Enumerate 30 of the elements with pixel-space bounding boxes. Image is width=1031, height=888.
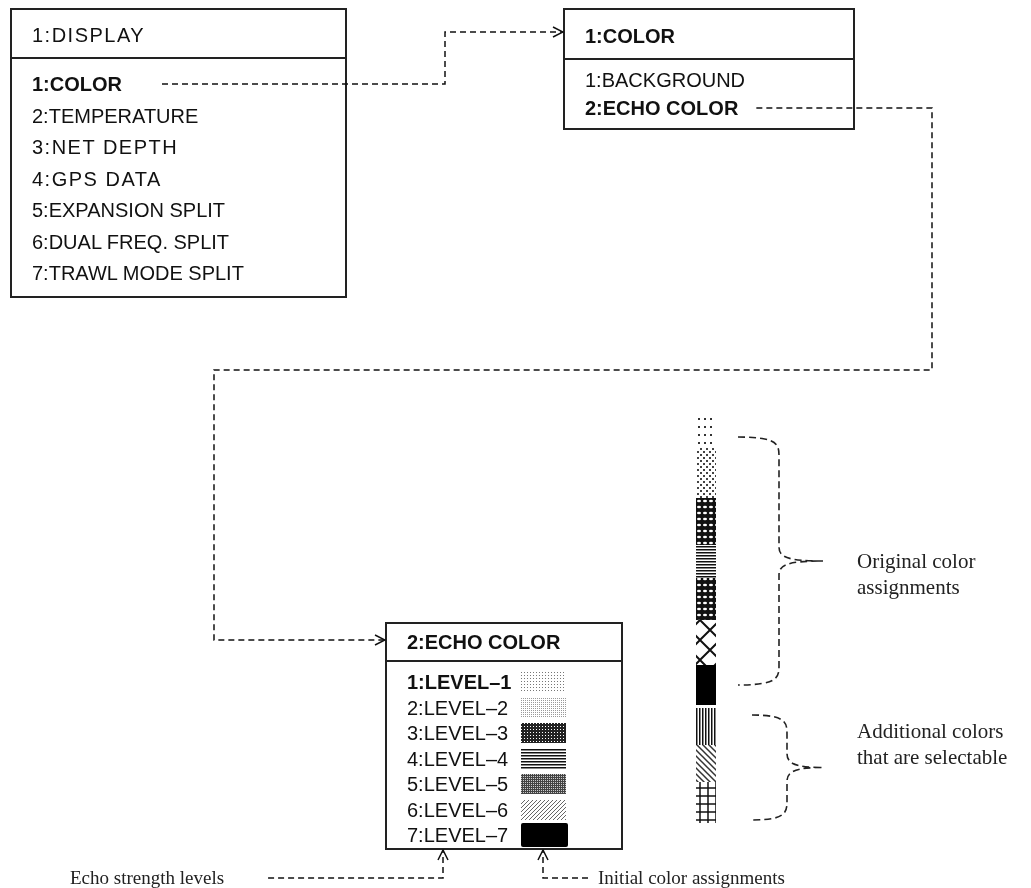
menu-item: 2:TEMPERATURE <box>32 103 199 128</box>
menu-item: 1:BACKGROUND <box>585 68 746 92</box>
menu-item: 7:TRAWL MODE SPLIT <box>32 261 244 285</box>
menu-item: 6:DUAL FREQ. SPLIT <box>32 229 230 254</box>
menu-item: 4:GPS DATA <box>32 166 162 191</box>
menu-item: 5:EXPANSION SPLIT <box>32 198 226 222</box>
menu-item: 2:LEVEL–2 <box>407 695 509 720</box>
menu-item: 5:LEVEL–5 <box>407 772 509 796</box>
menu-item: 2:ECHO COLOR <box>585 96 739 120</box>
menu-title: 1:COLOR <box>585 24 675 48</box>
menu-item: 1:COLOR <box>32 72 122 96</box>
menu-item: 1:LEVEL–1 <box>407 670 512 694</box>
dashed-arrow <box>537 849 589 879</box>
annotation-text: Original color assignments <box>857 548 977 600</box>
menu-item: 3:NET DEPTH <box>32 135 179 159</box>
menu-box <box>10 8 347 298</box>
annotation-text: Initial color assignments <box>598 866 785 888</box>
menu-item: 7:LEVEL–7 <box>407 823 509 847</box>
menu-item: 6:LEVEL–6 <box>407 797 509 822</box>
menu-box <box>385 622 623 850</box>
dashed-arrow <box>213 107 933 646</box>
menu-title: 2:ECHO COLOR <box>407 630 561 654</box>
menu-item: 4:LEVEL–4 <box>407 746 509 771</box>
annotation-text: Echo strength levels <box>70 866 225 888</box>
menu-title: 1:DISPLAY <box>32 23 146 47</box>
dashed-arrow <box>161 26 564 85</box>
menu-box <box>563 8 855 130</box>
annotation-text: Additional colors that are selectable <box>857 718 1009 770</box>
menu-item: 3:LEVEL–3 <box>407 721 509 745</box>
dashed-arrow <box>267 849 449 879</box>
